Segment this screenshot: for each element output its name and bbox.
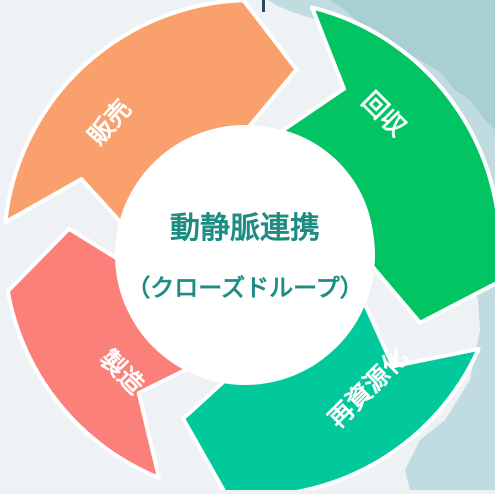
segments-layer [3,0,495,494]
top-edge-marker-dark [262,0,265,12]
background-map-coast [330,0,495,130]
center-subtitle: （クローズドループ） [126,274,363,302]
center-title: 動静脈連携 [170,211,320,246]
center-disk [115,125,375,385]
